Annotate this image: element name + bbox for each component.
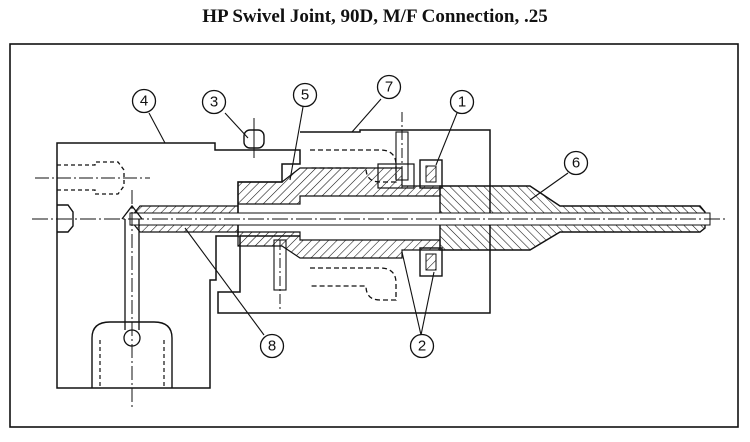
svg-text:8: 8 — [268, 338, 276, 355]
stem-hatched-lower — [237, 231, 441, 259]
diagram-title: HP Swivel Joint, 90D, M/F Connection, .2… — [202, 6, 548, 27]
bearing-upper-inner — [425, 165, 437, 183]
svg-text:4: 4 — [140, 93, 148, 110]
svg-text:7: 7 — [385, 79, 393, 96]
svg-text:1: 1 — [458, 94, 466, 111]
swivel-housing — [217, 129, 491, 314]
drawing-frame — [9, 43, 739, 428]
callout-2: 2 — [409, 333, 435, 359]
bore-plug — [57, 204, 74, 233]
stem-hatched-upper — [237, 167, 441, 205]
svg-text:5: 5 — [301, 87, 309, 104]
svg-text:2: 2 — [418, 338, 426, 355]
callout-6: 6 — [563, 150, 589, 176]
leader-lines — [148, 98, 569, 336]
callout-7: 7 — [376, 74, 402, 100]
svg-text:3: 3 — [210, 94, 218, 111]
callout-5: 5 — [292, 82, 318, 108]
bearing-lower — [419, 247, 443, 277]
bearing-upper — [419, 159, 443, 189]
callout-4: 4 — [131, 88, 157, 114]
bearing-lower-inner — [425, 253, 437, 271]
thread-pocket-bottom — [310, 267, 397, 301]
callout-8: 8 — [259, 333, 285, 359]
callout-3: 3 — [201, 89, 227, 115]
svg-text:6: 6 — [572, 155, 580, 172]
callout-1: 1 — [449, 89, 475, 115]
lower-female-connection — [91, 321, 173, 388]
